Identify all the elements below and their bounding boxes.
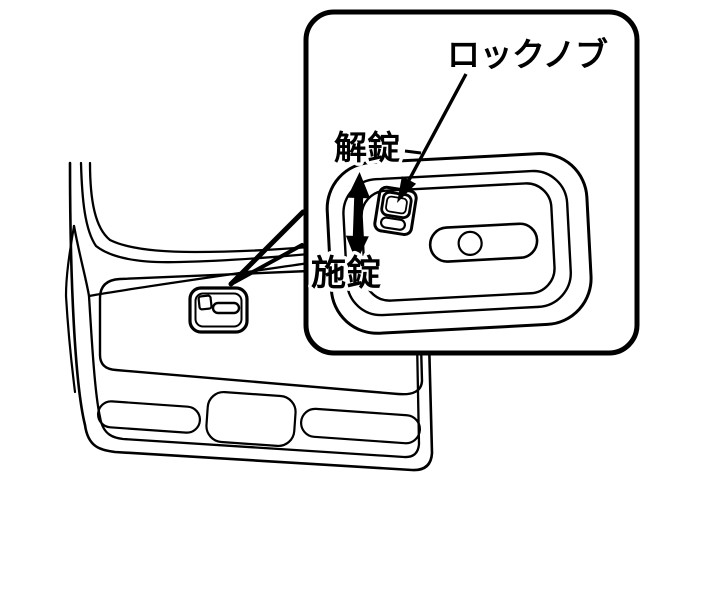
door-pocket-left <box>96 400 202 434</box>
door-outer-edge <box>68 161 434 472</box>
handle-lock-knob-small <box>197 294 213 311</box>
bezel-outline-middle <box>342 169 572 317</box>
callout-box: ロックノブ 解錠 施錠 <box>303 9 640 356</box>
lock-knob-label: ロックノブ <box>447 35 608 74</box>
window-sill-line-3 <box>87 261 311 298</box>
handle-bezel-inner <box>194 292 243 328</box>
handle-button-circle <box>457 230 483 256</box>
leader-arrow-shaft <box>406 73 468 183</box>
wedge-lower-line <box>229 243 304 286</box>
lock-knob-plate <box>373 185 418 237</box>
magnified-lock-knob <box>373 185 418 237</box>
up-down-arrow-icon <box>345 172 371 262</box>
wedge-upper-line <box>228 209 306 287</box>
handle-bezel-outer <box>188 286 249 334</box>
handle-grip-slot <box>211 301 241 315</box>
bezel-outline-outer <box>325 152 593 335</box>
door-edge-sliver <box>64 224 77 394</box>
unlock-label-tick <box>404 149 422 155</box>
magnified-handle-bezel <box>325 152 593 335</box>
lock-knob-outer <box>380 190 413 220</box>
door-handle <box>188 286 249 334</box>
magnified-handle-grip <box>428 222 539 263</box>
lock-knob-slot <box>379 216 406 231</box>
callout-pointer-wedge <box>228 209 306 287</box>
door-pocket-center <box>205 390 297 448</box>
lock-label: 施錠 <box>311 253 381 294</box>
lock-knob-leader-arrow-icon <box>397 73 468 203</box>
door-illustration <box>64 161 434 472</box>
door-trim-panel <box>98 269 424 396</box>
door-pocket-right <box>300 407 421 445</box>
unlock-label: 解錠 <box>334 128 400 167</box>
leader-arrow-head <box>397 176 417 203</box>
window-sill-line-1 <box>88 161 311 254</box>
lock-knob-inner <box>385 195 408 215</box>
door-inner-edge <box>72 224 421 459</box>
window-sill-line-2 <box>79 161 311 264</box>
